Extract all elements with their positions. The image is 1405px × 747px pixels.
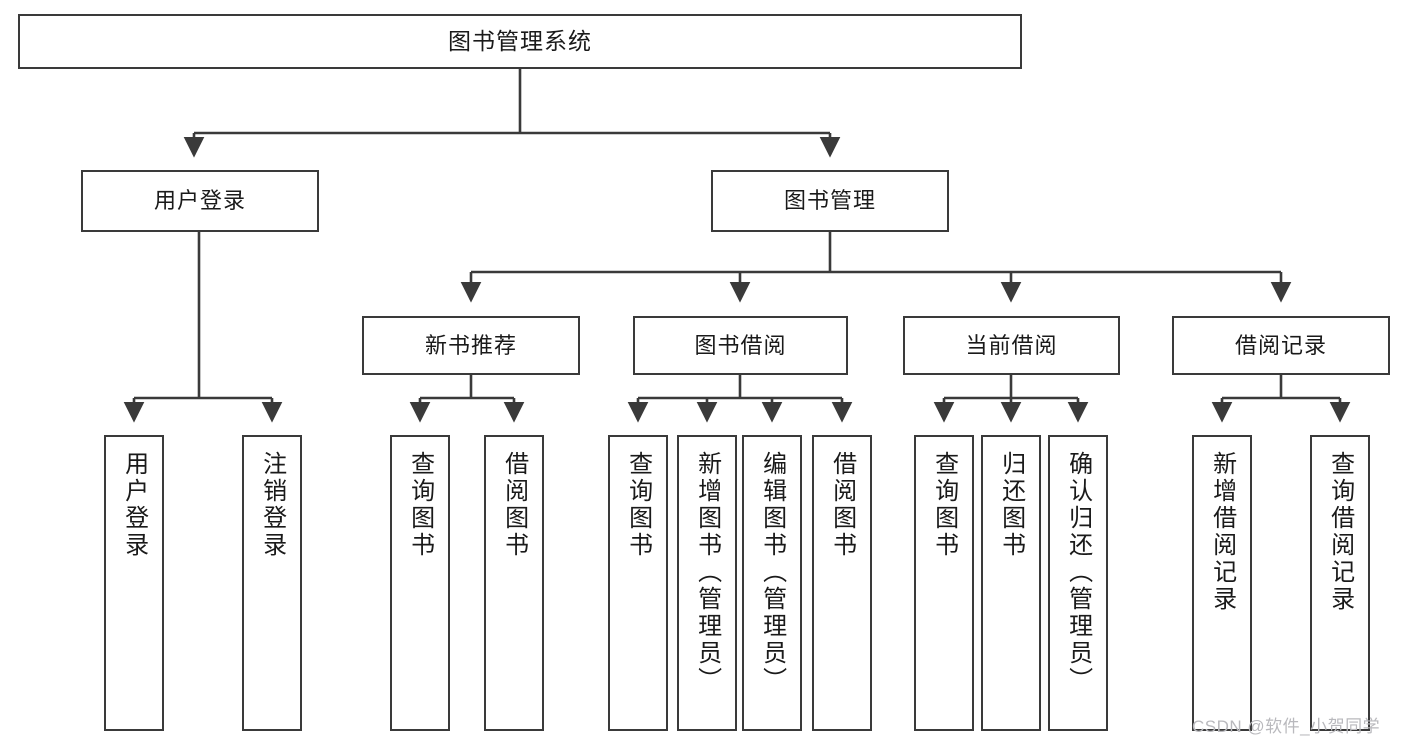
node-borrow-record[interactable]: 借阅记录 [1172, 316, 1390, 375]
node-new-book-recommend[interactable]: 新书推荐 [362, 316, 580, 375]
leaf-query-borrow-record[interactable]: 查询借阅记录 [1310, 435, 1370, 731]
node-new-book-recommend-label: 新书推荐 [424, 332, 517, 358]
leaf-confirm-return-admin-label: 确认归还（管理员） [1064, 451, 1092, 694]
leaf-user-login-label: 用户登录 [120, 451, 148, 559]
leaf-borrow-book-label: 借阅图书 [828, 451, 856, 559]
leaf-add-book-admin-label: 新增图书（管理员） [693, 451, 721, 694]
leaf-query-book-recommend[interactable]: 查询图书 [390, 435, 450, 731]
node-book-borrow[interactable]: 图书借阅 [633, 316, 848, 375]
leaf-query-book-current-label: 查询图书 [930, 451, 958, 559]
node-book-borrow-label: 图书借阅 [694, 332, 787, 358]
leaf-user-login[interactable]: 用户登录 [104, 435, 164, 731]
node-book-management[interactable]: 图书管理 [711, 170, 949, 232]
leaf-query-book-recommend-label: 查询图书 [406, 451, 434, 559]
leaf-confirm-return-admin[interactable]: 确认归还（管理员） [1048, 435, 1108, 731]
node-user-login[interactable]: 用户登录 [81, 170, 319, 232]
leaf-add-borrow-record-label: 新增借阅记录 [1208, 451, 1236, 613]
leaf-query-book-borrow[interactable]: 查询图书 [608, 435, 668, 731]
leaf-logout-label: 注销登录 [258, 451, 286, 559]
node-current-borrow[interactable]: 当前借阅 [903, 316, 1120, 375]
node-root[interactable]: 图书管理系统 [18, 14, 1022, 69]
leaf-add-book-admin[interactable]: 新增图书（管理员） [677, 435, 737, 731]
leaf-query-book-current[interactable]: 查询图书 [914, 435, 974, 731]
leaf-return-book-label: 归还图书 [997, 451, 1025, 559]
leaf-edit-book-admin[interactable]: 编辑图书（管理员） [742, 435, 802, 731]
leaf-query-book-borrow-label: 查询图书 [624, 451, 652, 559]
csdn-watermark: CSDN @软件_小贺同学 [1192, 717, 1381, 736]
leaf-edit-book-admin-label: 编辑图书（管理员） [758, 451, 786, 694]
node-root-label: 图书管理系统 [448, 28, 592, 55]
leaf-borrow-book[interactable]: 借阅图书 [812, 435, 872, 731]
leaf-return-book[interactable]: 归还图书 [981, 435, 1041, 731]
node-book-management-label: 图书管理 [783, 188, 876, 214]
leaf-logout[interactable]: 注销登录 [242, 435, 302, 731]
leaf-borrow-book-recommend[interactable]: 借阅图书 [484, 435, 544, 731]
node-user-login-label: 用户登录 [153, 188, 246, 214]
leaf-add-borrow-record[interactable]: 新增借阅记录 [1192, 435, 1252, 731]
node-borrow-record-label: 借阅记录 [1234, 332, 1327, 358]
leaf-borrow-book-recommend-label: 借阅图书 [500, 451, 528, 559]
node-current-borrow-label: 当前借阅 [965, 332, 1058, 358]
leaf-query-borrow-record-label: 查询借阅记录 [1326, 451, 1354, 613]
